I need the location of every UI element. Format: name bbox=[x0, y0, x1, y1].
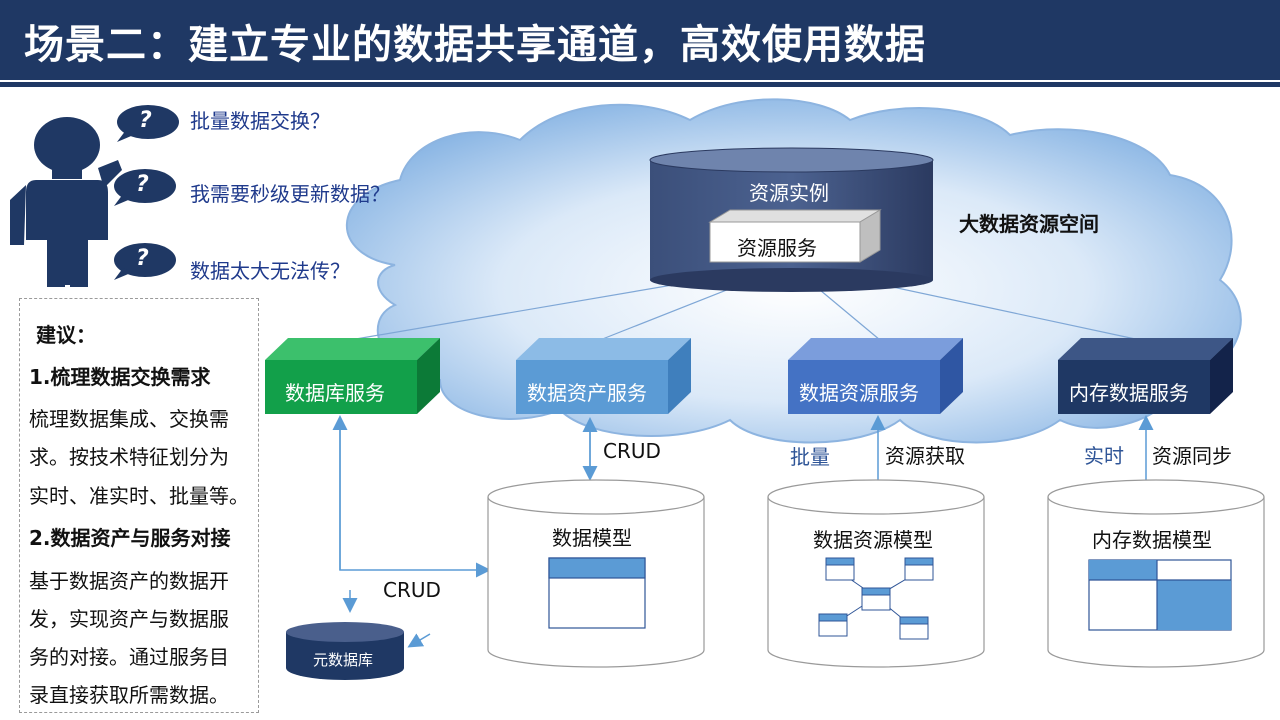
service-db-label: 数据库服务 bbox=[285, 381, 385, 405]
data-model-cylinder bbox=[487, 479, 705, 668]
data-resource-model-cylinder bbox=[767, 479, 985, 668]
resource-sync-label: 资源同步 bbox=[1152, 444, 1232, 468]
service-box-memory bbox=[1058, 338, 1233, 414]
question-1: 批量数据交换？ bbox=[190, 109, 330, 133]
question-bubble-3 bbox=[114, 243, 176, 280]
resource-instance-label: 资源实例 bbox=[749, 181, 829, 205]
service-box-resource bbox=[788, 338, 963, 414]
cloud-label: 大数据资源空间 bbox=[959, 212, 1099, 236]
resource-service-label: 资源服务 bbox=[737, 236, 817, 260]
question-3: 数据太大无法传？ bbox=[190, 259, 350, 283]
crud-top-label: CRUD bbox=[603, 439, 661, 463]
memory-data-model-cylinder bbox=[1047, 479, 1265, 668]
question-bubble-1 bbox=[117, 105, 179, 142]
memory-data-model-label: 内存数据模型 bbox=[1092, 528, 1212, 552]
suggestion-item2-line: 基于数据资产的数据开 bbox=[29, 569, 229, 593]
question-bubble-2 bbox=[114, 169, 176, 206]
service-asset-label: 数据资产服务 bbox=[527, 381, 647, 405]
connector-arrows bbox=[332, 415, 1154, 648]
data-resource-model-label: 数据资源模型 bbox=[813, 528, 933, 552]
header-bar: 场景二：建立专业的数据共享通道，高效使用数据 bbox=[0, 0, 1280, 80]
suggestion-item1-title: 1.梳理数据交换需求 bbox=[29, 365, 211, 389]
meta-db-label: 元数据库 bbox=[313, 651, 374, 669]
suggestion-title: 建议： bbox=[36, 323, 96, 347]
meta-db-cylinder bbox=[286, 622, 404, 680]
realtime-label: 实时 bbox=[1084, 444, 1124, 468]
service-box-db bbox=[265, 338, 440, 414]
question-2: 我需要秒级更新数据？ bbox=[190, 182, 390, 206]
service-box-asset bbox=[516, 338, 691, 414]
page-title: 场景二：建立专业的数据共享通道，高效使用数据 bbox=[24, 22, 926, 68]
thinking-person-icon bbox=[10, 117, 122, 287]
crud-bottom-label: CRUD bbox=[383, 578, 441, 602]
resource-service-box bbox=[708, 209, 882, 263]
suggestion-item2-title: 2.数据资产与服务对接 bbox=[29, 526, 231, 550]
batch-label: 批量 bbox=[790, 445, 830, 469]
service-memory-label: 内存数据服务 bbox=[1069, 381, 1189, 405]
suggestion-item2-line: 发，实现资产与数据服 bbox=[29, 607, 229, 631]
suggestion-item1-line: 求。按技术特征划分为 bbox=[29, 445, 229, 469]
resource-fetch-label: 资源获取 bbox=[885, 444, 965, 468]
service-resource-label: 数据资源服务 bbox=[799, 381, 919, 405]
suggestion-item2-line: 务的对接。通过服务目 bbox=[29, 645, 229, 669]
suggestion-item2-line: 录直接获取所需数据。 bbox=[29, 683, 229, 707]
data-model-label: 数据模型 bbox=[552, 526, 632, 550]
question-mark-icon: ? bbox=[139, 108, 152, 133]
suggestion-box: 建议： 1.梳理数据交换需求 梳理数据集成、交换需 求。按技术特征划分为 实时、… bbox=[19, 298, 259, 713]
suggestion-item1-line: 实时、准实时、批量等。 bbox=[29, 484, 249, 508]
suggestion-item1-line: 梳理数据集成、交换需 bbox=[29, 407, 229, 431]
question-mark-icon: ? bbox=[136, 172, 149, 197]
question-mark-icon: ? bbox=[136, 246, 149, 271]
header-divider bbox=[0, 80, 1280, 87]
